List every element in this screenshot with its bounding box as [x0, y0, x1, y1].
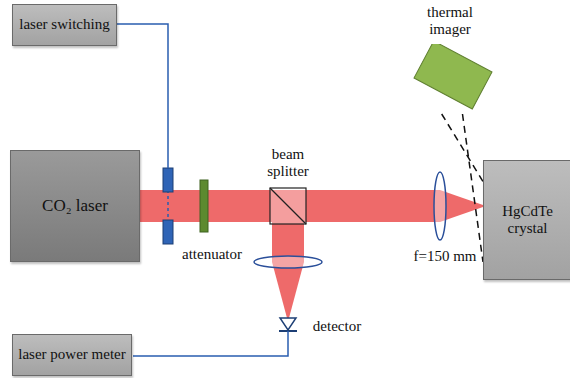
shutter-blade — [163, 168, 173, 192]
shutter-blade — [163, 220, 173, 244]
focusing-lens — [434, 172, 446, 240]
node-text: CO₂ laser — [42, 196, 108, 216]
view-line — [442, 114, 483, 182]
shutter-gap — [167, 190, 169, 222]
imager-body — [398, 44, 502, 114]
control-box: laser switching — [12, 4, 117, 46]
detector-diode — [280, 318, 296, 330]
sample-crystal: HgCdTe crystal — [483, 160, 570, 280]
detector-lens — [254, 256, 322, 268]
part-label: beam splitter — [258, 146, 318, 179]
part-label: attenuator — [172, 246, 252, 263]
focused-beam — [272, 262, 304, 318]
node-text: laser switching — [19, 16, 109, 33]
view-line — [462, 114, 483, 262]
splitter-diagonal — [270, 188, 306, 224]
laser-source: CO₂ laser — [10, 150, 140, 262]
node-text: HgCdTe crystal — [490, 203, 565, 238]
node-text: thermal imager — [415, 4, 485, 39]
node-text: laser power meter — [18, 346, 125, 363]
beam-splitter-cube — [270, 188, 306, 224]
part-label: detector — [302, 318, 372, 335]
part-label: f=150 mm — [405, 248, 485, 265]
attenuator-plate — [200, 180, 208, 232]
control-wire — [115, 24, 168, 168]
power-meter: laser power meter — [12, 334, 132, 376]
thermal-imager: thermal imager — [398, 4, 502, 114]
signal-wire — [133, 331, 288, 356]
